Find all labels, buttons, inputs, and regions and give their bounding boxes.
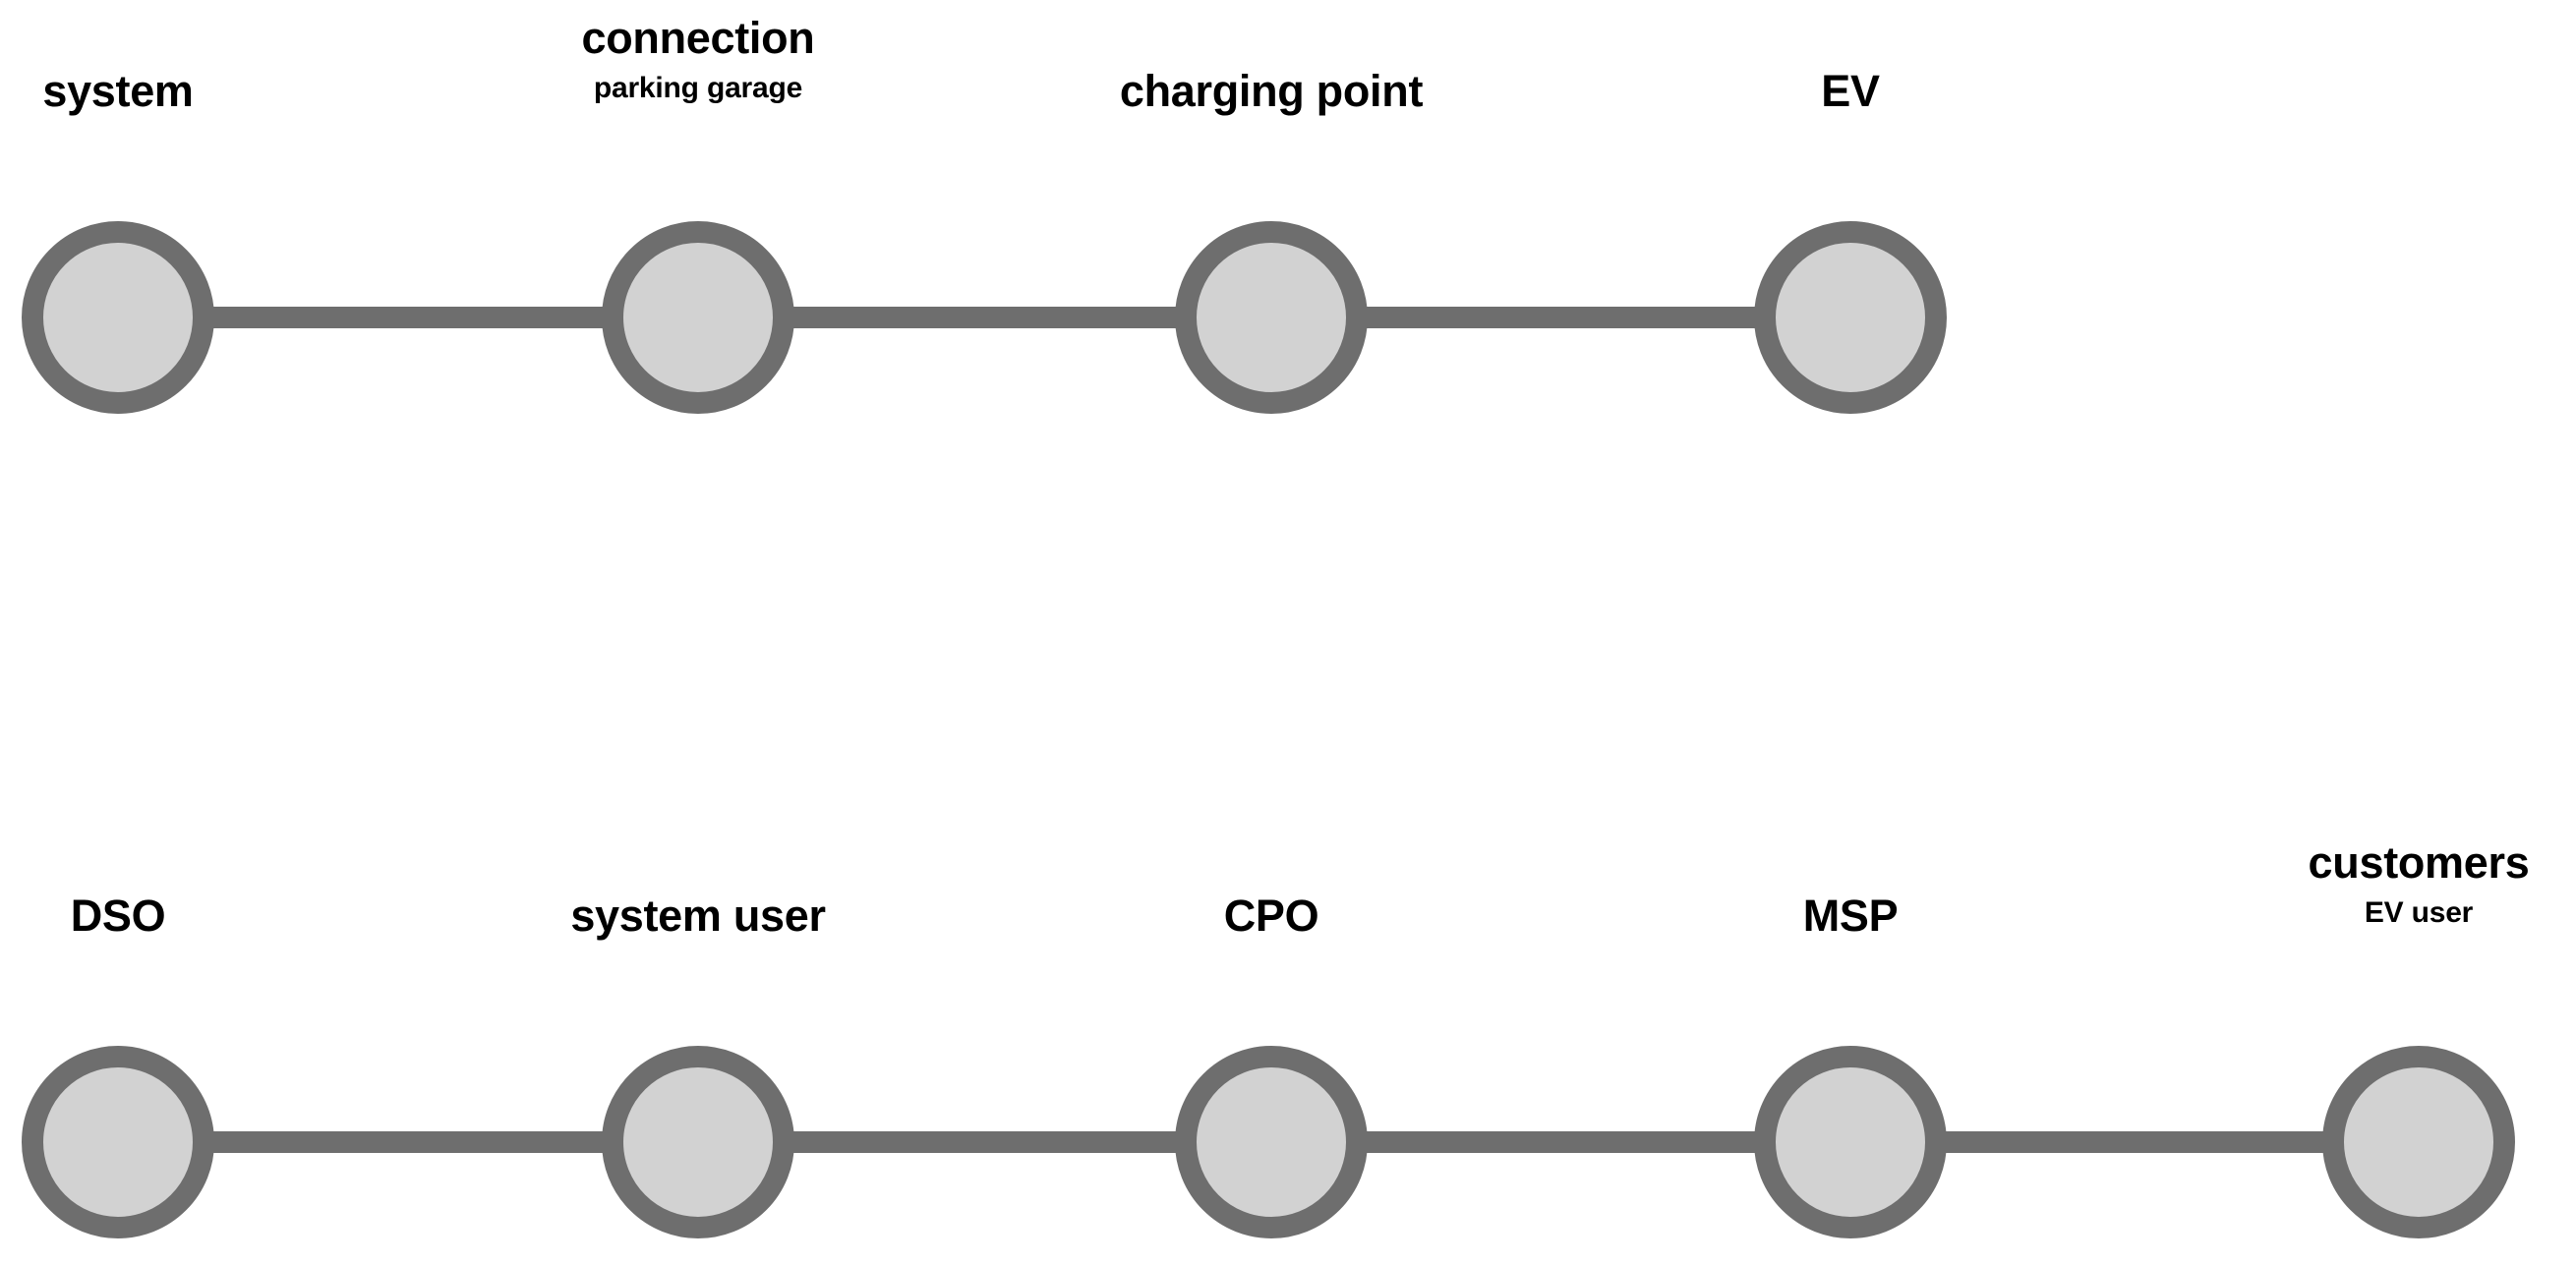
node-label: customers [2308, 837, 2530, 888]
node-circle[interactable] [1754, 221, 1947, 414]
node-label: charging point [1119, 66, 1424, 116]
node-label-group: customers EV user [2309, 840, 2530, 928]
node-circle[interactable] [602, 1046, 794, 1238]
node-label: MSP [1802, 891, 1899, 941]
node-label-group: DSO [71, 893, 166, 938]
edge-connector [189, 1131, 627, 1153]
node-label: CPO [1223, 891, 1319, 941]
edge-connector [769, 307, 1200, 328]
node-circle[interactable] [1175, 1046, 1368, 1238]
edge-connector [189, 307, 627, 328]
node-circle[interactable] [1754, 1046, 1947, 1238]
node-label: system user [570, 891, 826, 941]
edge-connector [769, 1131, 1200, 1153]
node-label-group: connection parking garage [581, 16, 814, 103]
node-label-group: system [42, 66, 194, 116]
node-label-group: charging point [1119, 66, 1424, 116]
node-label: system [42, 66, 194, 116]
node-label-group: system user [570, 891, 826, 941]
edge-connector [1342, 307, 1780, 328]
node-circle[interactable] [22, 1046, 214, 1238]
node-sublabel: EV user [2364, 896, 2474, 929]
node-label: DSO [70, 891, 166, 941]
node-sublabel: parking garage [593, 72, 803, 104]
node-label: EV [1821, 66, 1880, 116]
node-circle[interactable] [602, 221, 794, 414]
node-circle[interactable] [22, 221, 214, 414]
edge-connector [1921, 1131, 2348, 1153]
edge-connector [1342, 1131, 1780, 1153]
node-label: connection [581, 13, 815, 63]
node-circle[interactable] [2322, 1046, 2515, 1238]
node-circle[interactable] [1175, 221, 1368, 414]
node-label-group: MSP [1803, 893, 1899, 938]
node-label-group: EV [1821, 66, 1880, 116]
node-label-group: CPO [1224, 893, 1319, 938]
